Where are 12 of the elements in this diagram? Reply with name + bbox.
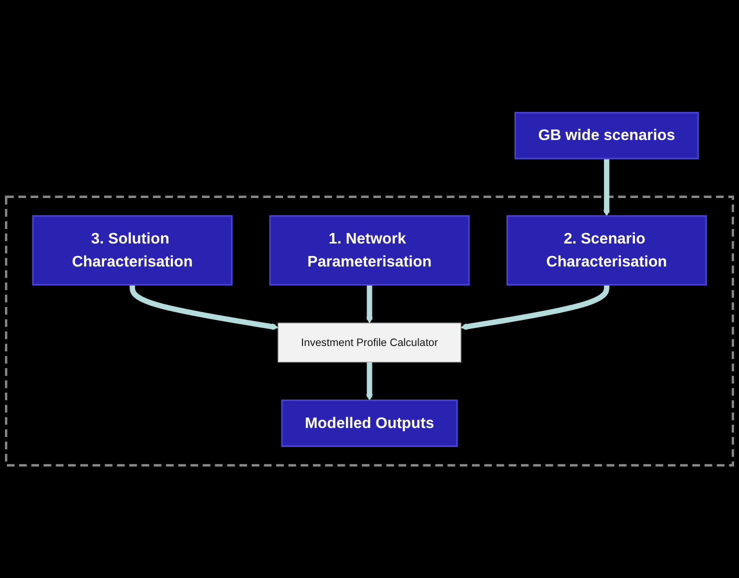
arrow: [603, 158, 610, 216]
node-box: GB wide scenarios: [514, 112, 699, 160]
arrow: [366, 284, 373, 324]
arrow: [460, 284, 610, 330]
arrow: [130, 284, 278, 330]
node-box: Investment Profile Calculator: [278, 322, 462, 362]
node-box: Modelled Outputs: [281, 400, 458, 447]
node-box: 2. Scenario Characterisation: [506, 215, 707, 286]
arrow: [366, 362, 373, 401]
cluster: [4, 196, 734, 466]
node-box: 1. Network Parameterisation: [269, 215, 470, 286]
node-box: 3. Solution Characterisation: [32, 215, 233, 286]
